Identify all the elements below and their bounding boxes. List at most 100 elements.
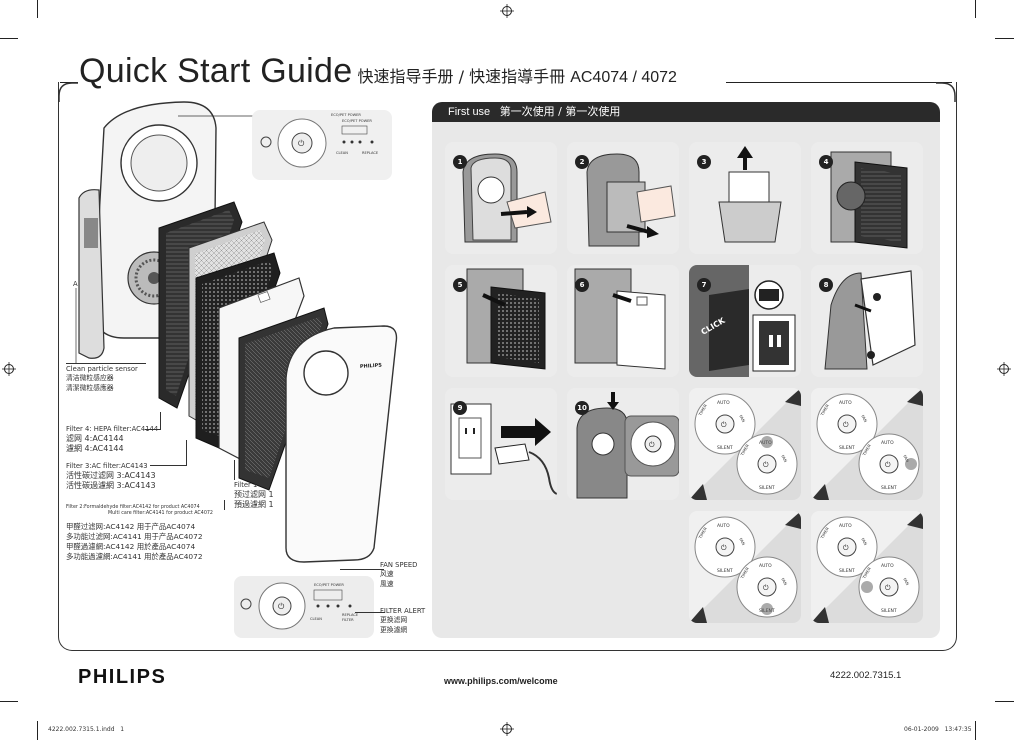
- step-10-illustration: ⏻: [576, 392, 679, 499]
- registration-mark-icon: [997, 362, 1011, 376]
- control-panel-top-drawing: ⏻ ECO/PET POWER CLEAN REPLACE: [260, 118, 379, 168]
- step-5-illustration: [466, 268, 546, 370]
- svg-text:⏻: ⏻: [649, 441, 655, 449]
- step-cell-7: 7 CLICK: [689, 265, 801, 377]
- step-cell-3: 3: [689, 142, 801, 254]
- label-filter2-cn-3: 甲醛過濾網:AC4142 用於產品AC4074: [66, 542, 196, 551]
- label-filter2-en-2: Multi care filter:AC4141 for product AC4…: [108, 511, 213, 517]
- step-number: 4: [819, 155, 833, 169]
- control-panel-bottom-drawing: ⏻ ECO/PET POWER CLEAN REPLACE FILTER: [240, 582, 359, 630]
- crop-mark: [975, 721, 976, 740]
- label-sensor-cn-t: 清潔微粒感應器: [66, 383, 114, 392]
- label-sensor-en: Clean particle sensor: [66, 365, 138, 373]
- label-filter-alert-en: FILTER ALERT: [380, 607, 426, 615]
- crop-mark: [37, 721, 38, 740]
- dial-timer-illustration: [689, 511, 801, 623]
- step-number: 8: [819, 278, 833, 292]
- dial-silent-illustration: [811, 511, 923, 623]
- leader-fan-speed: [340, 569, 384, 570]
- label-filter1-en: Filter 1: [234, 481, 258, 489]
- label-filter3-en: Filter 3:AC filter:AC4143: [66, 462, 148, 470]
- label-filter4: Filter 4: HEPA filter:AC4144 滤网 4:AC4144…: [66, 425, 158, 453]
- leader-filter-alert: [355, 612, 385, 613]
- step-number: 2: [575, 155, 589, 169]
- leader-line: [234, 460, 235, 480]
- first-use-header: First use 第一次使用 / 第一次使用: [432, 102, 940, 122]
- main-frame-corner: [58, 82, 78, 102]
- crop-mark: [0, 38, 18, 39]
- step-cell-10: 10 ⏻: [567, 388, 679, 500]
- step-cell-4: 4: [811, 142, 923, 254]
- dial-fan-illustration: [811, 388, 923, 500]
- dial-cell-timer: [689, 511, 801, 623]
- step-number: 3: [697, 155, 711, 169]
- label-filter2-cn-4: 多功能過濾網:AC4141 用於產品AC4072: [66, 552, 203, 561]
- step-number: 10: [575, 401, 589, 415]
- leader-line: [224, 500, 225, 510]
- crop-mark: [995, 38, 1014, 39]
- label-filter-alert-cn-s: 更换滤网: [380, 616, 408, 625]
- step-6-illustration: [574, 268, 666, 370]
- label-filter4-en: Filter 4: HEPA filter:AC4144: [66, 425, 159, 433]
- leader-line: [145, 429, 161, 430]
- step-cell-9: 9: [445, 388, 557, 500]
- exploded-view-illustration: PHILIPS: [75, 101, 398, 563]
- title-model: AC4074 / 4072: [570, 69, 677, 86]
- svg-text:REPLACE: REPLACE: [342, 613, 359, 617]
- svg-text:ECO/PET POWER: ECO/PET POWER: [314, 583, 344, 587]
- step-number: 9: [453, 401, 467, 415]
- svg-text:REPLACE: REPLACE: [362, 151, 379, 155]
- step-4-illustration: [830, 151, 908, 249]
- title-chinese: 快速指导手册 / 快速指導手冊: [357, 67, 566, 86]
- label-filter4-cn-s: 滤网 4:AC4144: [66, 434, 124, 444]
- first-use-heading: First use: [448, 106, 491, 118]
- label-filter1: Filter 1 预过滤网 1 預過濾網 1: [234, 481, 274, 509]
- svg-text:CLEAN: CLEAN: [310, 617, 322, 621]
- brand-logo: PHILIPS: [78, 666, 167, 688]
- step-cell-5: 5: [445, 265, 557, 377]
- control-panel-top-label: ECO/PET POWER: [331, 113, 361, 117]
- registration-mark-icon: [2, 362, 16, 376]
- label-filter2-cn-2: 多功能过滤网:AC4141 用于产品AC4072: [66, 532, 203, 541]
- first-use-heading-cn: 第一次使用 / 第一次使用: [499, 105, 621, 118]
- crop-mark: [0, 701, 18, 702]
- label-filter1-cn-t: 預過濾網 1: [234, 499, 274, 509]
- slug-date: 06-01-2009 13:47:35: [904, 726, 972, 733]
- label-filter3-cn-t: 活性碳過濾網 3:AC4143: [66, 480, 156, 490]
- svg-text:⏻: ⏻: [298, 139, 305, 148]
- title-underline-right: [726, 82, 952, 83]
- svg-text:CLEAN: CLEAN: [336, 151, 348, 155]
- label-filter3: Filter 3:AC filter:AC4143 活性碳过滤网 3:AC414…: [66, 462, 156, 490]
- label-filter3-cn-s: 活性碳过滤网 3:AC4143: [66, 471, 156, 481]
- leader-line: [160, 412, 161, 429]
- svg-text:⏻: ⏻: [278, 602, 285, 611]
- dial-cell-fan: [811, 388, 923, 500]
- step-8-illustration: [824, 270, 916, 370]
- leader-line: [186, 440, 187, 466]
- step-number: 5: [453, 278, 467, 292]
- label-sensor: Clean particle sensor 清洁微粒感应器 清潔微粒感應器: [66, 365, 138, 393]
- label-sensor-cn-s: 清洁微粒感应器: [66, 374, 114, 383]
- svg-text:ECO/PET POWER: ECO/PET POWER: [342, 119, 372, 123]
- svg-text:FILTER: FILTER: [342, 618, 354, 622]
- leader-line: [66, 363, 146, 364]
- step-number: 7: [697, 278, 711, 292]
- leader-line: [150, 465, 186, 466]
- step-cell-6: 6: [567, 265, 679, 377]
- footer-code: 4222.002.7315.1: [830, 670, 902, 681]
- main-frame: [58, 82, 957, 651]
- step-3-illustration: [718, 146, 782, 243]
- step-cell-2: 2: [567, 142, 679, 254]
- label-filter2-cn: 甲醛过滤网:AC4142 用于产品AC4074 多功能过滤网:AC4141 用于…: [66, 522, 203, 562]
- label-filter-alert: FILTER ALERT 更换滤网 更換濾網: [380, 607, 425, 635]
- footer-url[interactable]: www.philips.com/welcome: [444, 676, 558, 686]
- step-number: 1: [453, 155, 467, 169]
- label-fan-speed: FAN SPEED 风速 風速: [380, 561, 417, 589]
- registration-mark-icon: [500, 4, 514, 18]
- label-filter2-en: Filter 2:Formaldehyde filter:AC4142 for …: [66, 505, 213, 518]
- main-frame-corner: [936, 82, 956, 102]
- svg-text:PHILIPS: PHILIPS: [360, 362, 383, 370]
- step-cell-1: 1: [445, 142, 557, 254]
- slug-file: 4222.002.7315.1.indd 1: [48, 726, 125, 733]
- crop-mark: [37, 0, 38, 18]
